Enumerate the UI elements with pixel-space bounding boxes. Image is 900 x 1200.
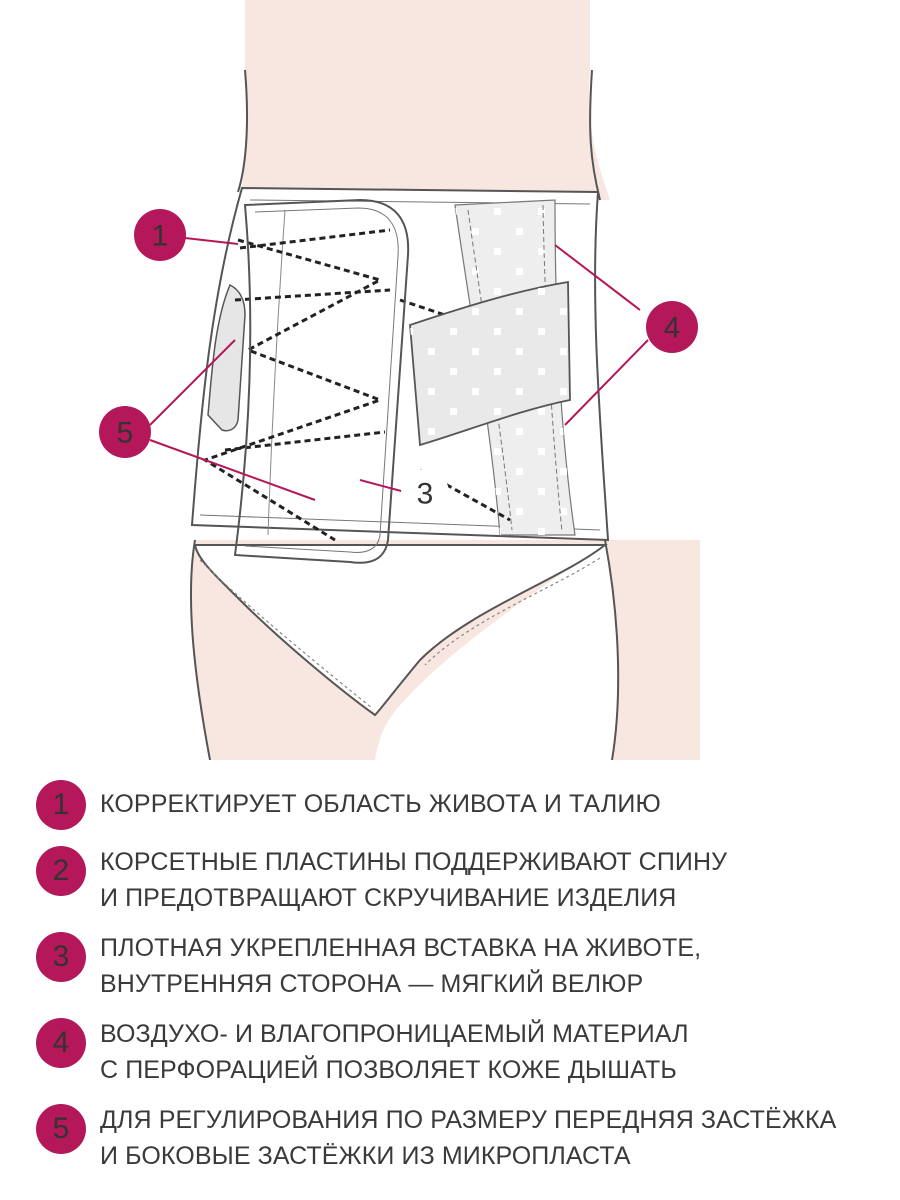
svg-text:3: 3 [417,478,434,511]
legend-item-5: 5 ДЛЯ РЕГУЛИРОВАНИЯ ПО РАЗМЕРУ ПЕРЕДНЯЯ … [36,1102,896,1174]
legend-badge: 5 [36,1104,86,1154]
callout-4: 4 [646,301,698,353]
legend-item-4: 4 ВОЗДУХО- И ВЛАГОПРОНИЦАЕМЫЙ МАТЕРИАЛ С… [36,1016,896,1088]
side-clasp [207,283,246,432]
legend-line: КОРСЕТНЫЕ ПЛАСТИНЫ ПОДДЕРЖИВАЮТ СПИНУ [100,848,728,876]
svg-text:4: 4 [664,312,681,345]
callout-1: 1 [134,209,186,261]
svg-text:1: 1 [152,220,169,253]
legend-line: С ПЕРФОРАЦИЕЙ ПОЗВОЛЯЕТ КОЖЕ ДЫШАТЬ [100,1056,677,1084]
legend-line: И ПРЕДОТВРАЩАЮТ СКРУЧИВАНИЕ ИЗДЕЛИЯ [100,884,677,912]
legend-badge: 4 [36,1018,86,1068]
front-flap [233,198,410,564]
legend-line: И БОКОВЫЕ ЗАСТЁЖКИ ИЗ МИКРОПЛАСТА [100,1142,631,1170]
legend-badge: 3 [36,932,86,982]
legend-line: КОРРЕКТИРУЕТ ОБЛАСТЬ ЖИВОТА И ТАЛИЮ [100,790,661,818]
legend-badge: 1 [36,780,86,830]
feature-legend: 1 КОРРЕКТИРУЕТ ОБЛАСТЬ ЖИВОТА И ТАЛИЮ 2 … [36,778,896,1188]
legend-line: ВОЗДУХО- И ВЛАГОПРОНИЦАЕМЫЙ МАТЕРИАЛ [100,1020,689,1048]
underwear [193,544,608,717]
legend-line: ДЛЯ РЕГУЛИРОВАНИЯ ПО РАЗМЕРУ ПЕРЕДНЯЯ ЗА… [100,1106,837,1134]
callout-5: 5 [99,406,151,458]
belt-illustration: 1 3 4 5 [99,0,701,760]
legend-item-1: 1 КОРРЕКТИРУЕТ ОБЛАСТЬ ЖИВОТА И ТАЛИЮ [36,778,896,830]
legend-item-2: 2 КОРСЕТНЫЕ ПЛАСТИНЫ ПОДДЕРЖИВАЮТ СПИНУ … [36,844,896,916]
torso [240,0,610,200]
callout-3: 3 [401,469,449,517]
svg-text:5: 5 [117,417,134,450]
legend-line: ВНУТРЕННЯЯ СТОРОНА — МЯГКИЙ ВЕЛЮР [100,970,644,998]
legend-line: ПЛОТНАЯ УКРЕПЛЕННАЯ ВСТАВКА НА ЖИВОТЕ, [100,934,702,962]
legend-badge: 2 [36,846,86,896]
legend-item-3: 3 ПЛОТНАЯ УКРЕПЛЕННАЯ ВСТАВКА НА ЖИВОТЕ,… [36,930,896,1002]
